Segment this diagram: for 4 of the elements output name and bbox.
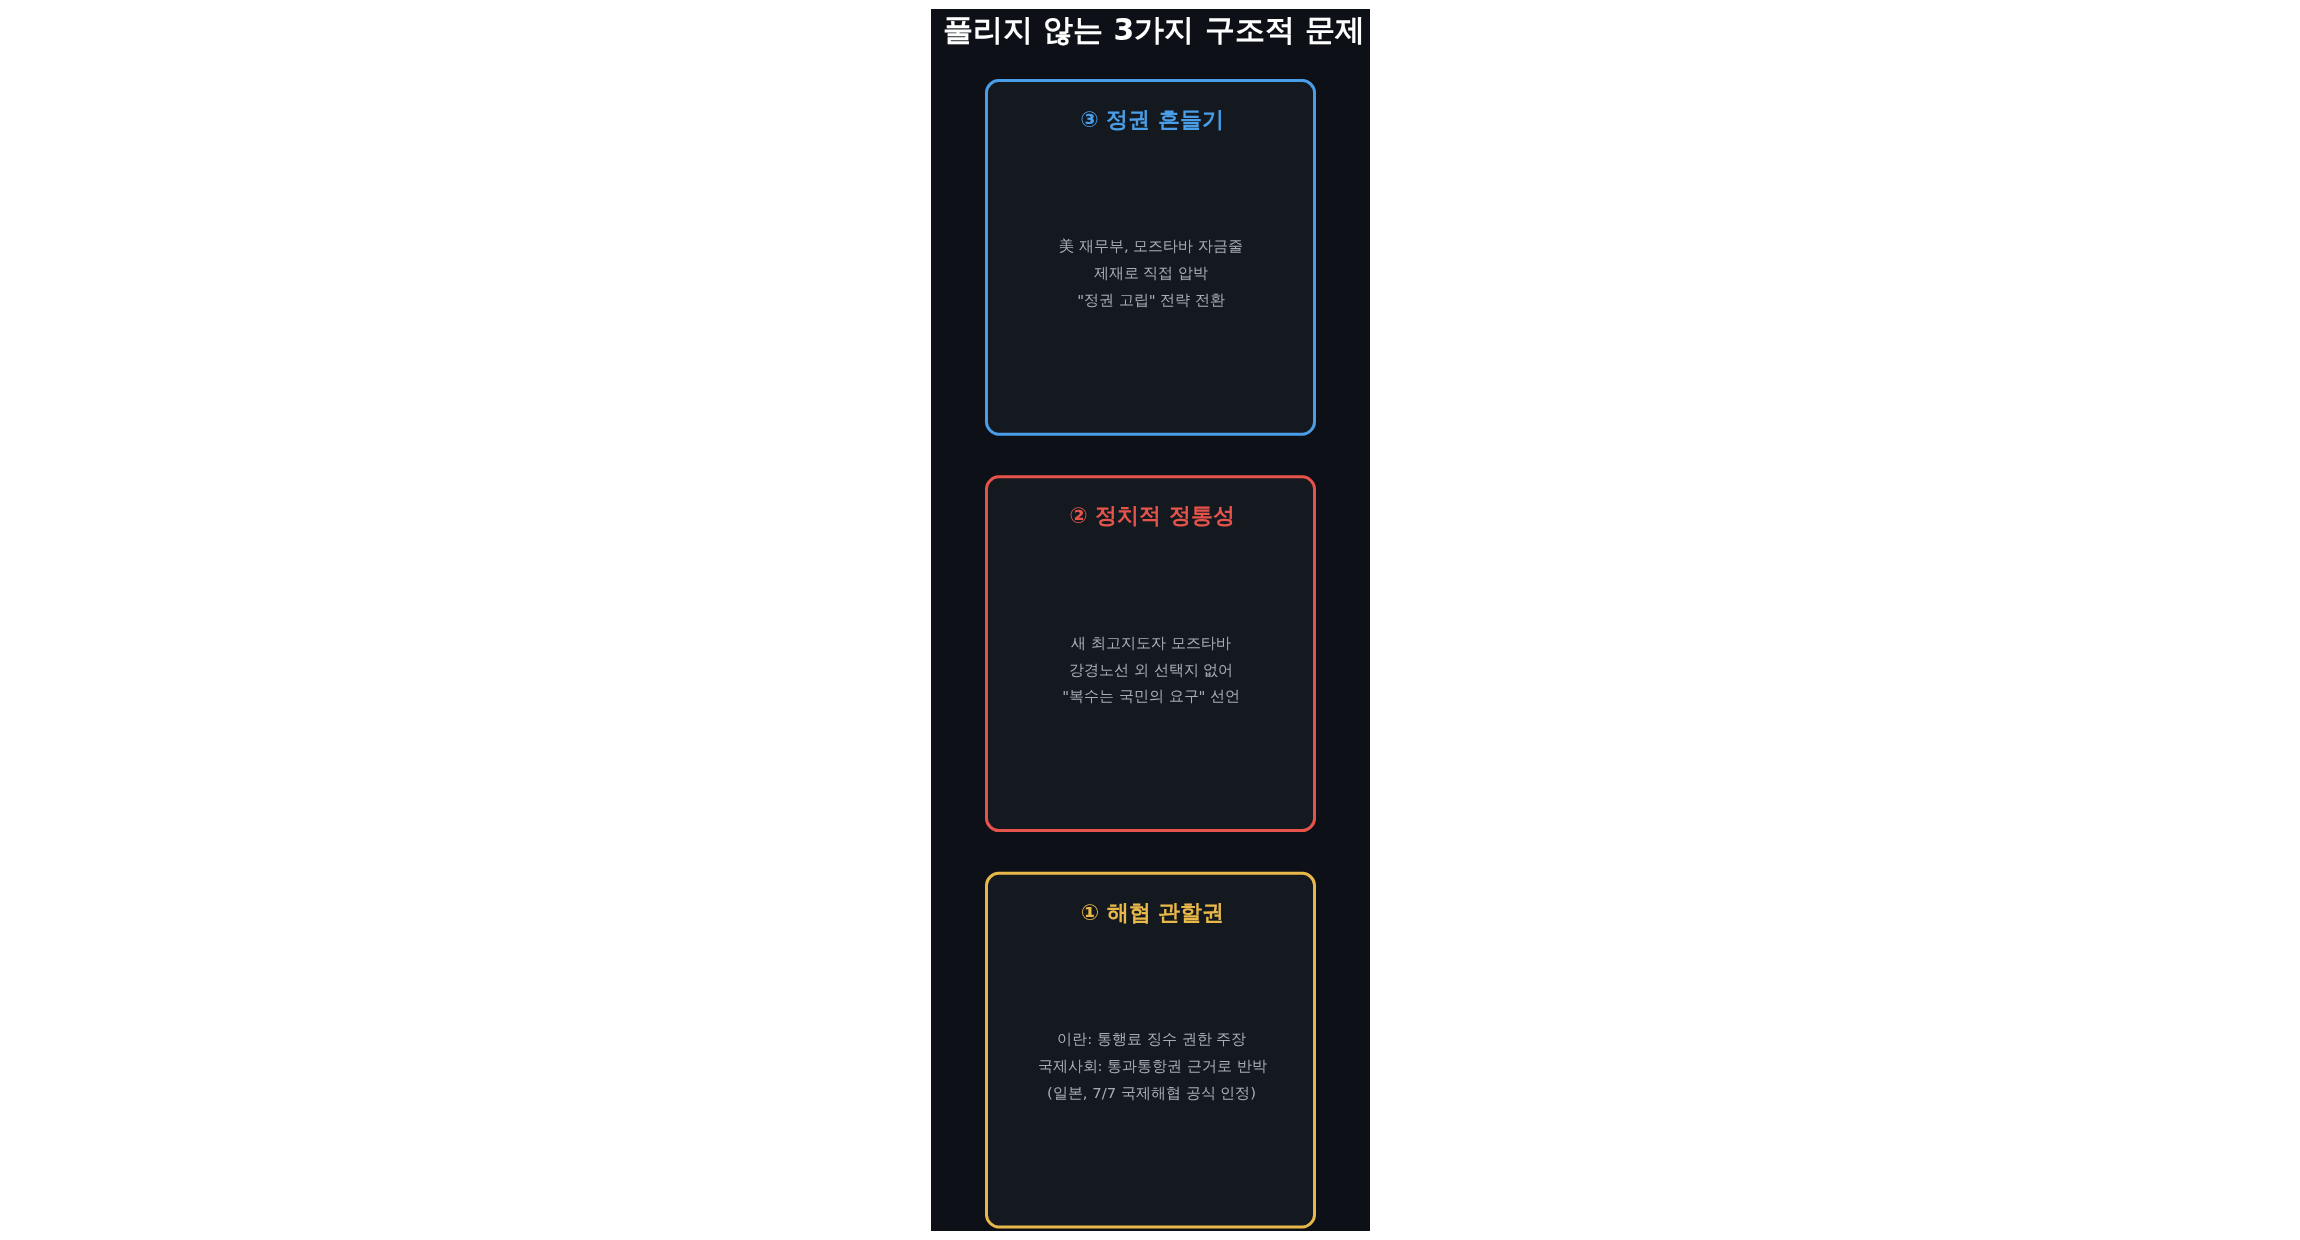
node-box: ① 해협 관할권 이란: 통행료 징수 권한 주장 국제사회: 통과통항권 근거로 반박 (일본, 7/7 국제해협 공식 인정)	[984, 871, 1316, 1229]
diagram-title: 풀리지 않는 3가지 구조적 문제	[942, 11, 1365, 47]
node-box: ② 정치적 정통성 새 최고지도자 모즈타바 강경노선 외 선택지 없어 "복수는 국민의 요구" 선언	[984, 475, 1316, 833]
node-box: ③ 정권 흔들기 美 재무부, 모즈타바 자금줄 제재로 직접 압박 "정권 고립" 전략 전환	[984, 78, 1316, 436]
